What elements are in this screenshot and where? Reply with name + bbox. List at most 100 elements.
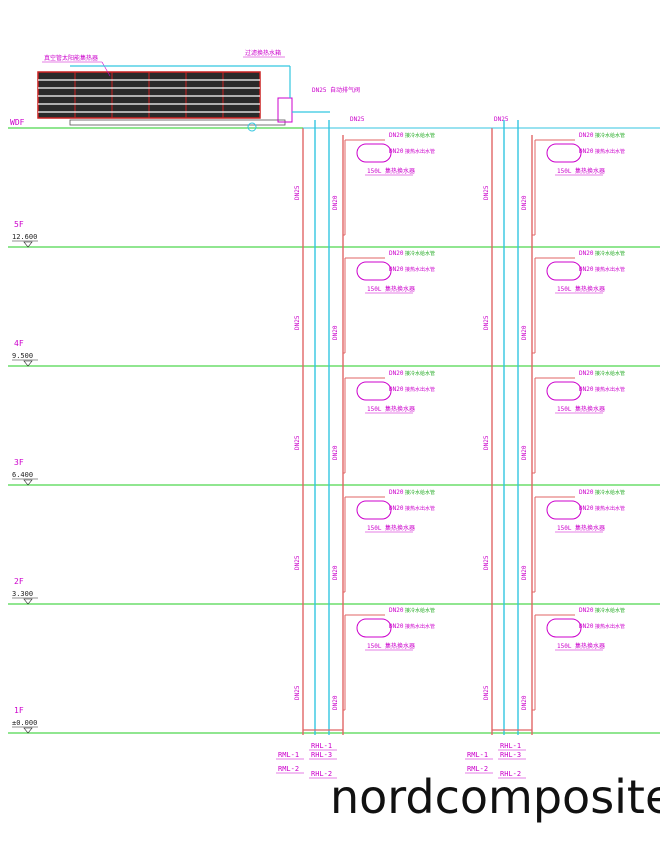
hot-note: 接热水出水管 xyxy=(595,505,625,512)
hot-note: 接热水出水管 xyxy=(595,623,625,630)
riser-size-label: DN20 xyxy=(521,695,528,710)
riser-tag: RHL-3 xyxy=(500,751,521,759)
floor-label: 3F xyxy=(14,458,24,467)
pipe-size-label: DN20 xyxy=(579,266,594,273)
watermark-text: nordcomposite xyxy=(330,770,660,824)
collector-leader xyxy=(101,61,111,77)
riser-size-label: DN25 xyxy=(483,555,490,570)
water-heater-tank xyxy=(546,143,582,163)
supply-note: 接冷水给水管 xyxy=(595,132,625,139)
heater-label: 150L 集热换水器 xyxy=(557,285,605,293)
supply-note: 接冷水给水管 xyxy=(405,489,435,496)
riser-size-label: DN25 xyxy=(294,685,301,700)
supply-note: 接冷水给水管 xyxy=(595,607,625,614)
pipe-size-label: DN20 xyxy=(389,386,404,393)
riser-size-label: DN25 xyxy=(483,435,490,450)
riser-size-label: DN20 xyxy=(521,565,528,580)
heater-label: 150L 集热换水器 xyxy=(557,524,605,532)
riser-size-label: DN25 xyxy=(294,185,301,200)
floor-label: 5F xyxy=(14,220,24,229)
pipe-size-label: DN20 xyxy=(579,607,594,614)
riser-size-label: DN20 xyxy=(332,695,339,710)
pipe-size-label: DN20 xyxy=(389,489,404,496)
pipe-size-label: DN20 xyxy=(389,623,404,630)
circulation-pump xyxy=(247,122,257,132)
elevation-marker xyxy=(23,727,33,734)
riser-size-label: DN20 xyxy=(521,325,528,340)
pipe-size-label: DN20 xyxy=(389,148,404,155)
heater-label: 150L 集热换水器 xyxy=(367,405,415,413)
hot-note: 接热水出水管 xyxy=(595,386,625,393)
floor-elevation: 3.300 xyxy=(12,590,33,598)
pipe-size-label: DN20 xyxy=(389,505,404,512)
riser-size-label: DN25 xyxy=(294,315,301,330)
heater-label: 150L 集热换水器 xyxy=(367,524,415,532)
pipe-size-label: DN20 xyxy=(389,370,404,377)
heater-label: 150L 集热换水器 xyxy=(557,642,605,650)
pipe-size-label: DN20 xyxy=(579,505,594,512)
pipe-size-label: DN20 xyxy=(389,607,404,614)
pipe-size-label: DN20 xyxy=(579,148,594,155)
supply-note: 接冷水给水管 xyxy=(405,132,435,139)
heater-label: 150L 集热换水器 xyxy=(367,167,415,175)
pipe-size-label: DN20 xyxy=(579,132,594,139)
pipe-size-label: DN20 xyxy=(579,489,594,496)
floor-label: 2F xyxy=(14,577,24,586)
collector-label: 真空管太阳能集热器 xyxy=(44,54,98,62)
pipe-size-label: DN20 xyxy=(579,386,594,393)
roof-pipe-label: DN25 xyxy=(350,116,365,123)
elevation-marker xyxy=(23,360,33,367)
collector-base xyxy=(69,119,286,126)
supply-note: 接冷水给水管 xyxy=(595,250,625,257)
pipe-size-label: DN20 xyxy=(579,250,594,257)
water-heater-tank xyxy=(356,261,392,281)
floor-elevation: 6.400 xyxy=(12,471,33,479)
riser-tag: RHL-2 xyxy=(311,770,332,778)
pipe-size-label: DN20 xyxy=(579,623,594,630)
floor-elevation: 12.600 xyxy=(12,233,37,241)
supply-note: 接冷水给水管 xyxy=(595,370,625,377)
water-heater-tank xyxy=(546,618,582,638)
riser-tag: RML-1 xyxy=(278,751,299,759)
roof-label: WDF xyxy=(10,118,25,127)
riser-tag: RHL-1 xyxy=(500,742,521,750)
floor-elevation: 9.500 xyxy=(12,352,33,360)
supply-note: 接冷水给水管 xyxy=(595,489,625,496)
roof-pipe-label: DN25 xyxy=(494,116,509,123)
riser-size-label: DN25 xyxy=(294,435,301,450)
riser-size-label: DN25 xyxy=(294,555,301,570)
riser-size-label: DN20 xyxy=(521,195,528,210)
hot-note: 接热水出水管 xyxy=(405,505,435,512)
hot-note: 接热水出水管 xyxy=(405,386,435,393)
hot-note: 接热水出水管 xyxy=(595,266,625,273)
elevation-marker xyxy=(23,479,33,486)
heater-label: 150L 集热换水器 xyxy=(367,285,415,293)
riser-tag: RML-2 xyxy=(467,765,488,773)
pipe-size-label: DN20 xyxy=(579,370,594,377)
pipe-size-label: DN20 xyxy=(389,132,404,139)
supply-note: 接冷水给水管 xyxy=(405,370,435,377)
heater-label: 150L 集热换水器 xyxy=(557,405,605,413)
floor-label: 4F xyxy=(14,339,24,348)
riser-size-label: DN20 xyxy=(332,445,339,460)
hot-note: 接热水出水管 xyxy=(595,148,625,155)
supply-note: 接冷水给水管 xyxy=(405,607,435,614)
floor-label: 1F xyxy=(14,706,24,715)
riser-tag: RML-2 xyxy=(278,765,299,773)
riser-size-label: DN20 xyxy=(332,565,339,580)
water-heater-tank xyxy=(546,261,582,281)
hot-note: 接热水出水管 xyxy=(405,266,435,273)
floor-elevation: ±0.000 xyxy=(12,719,37,727)
riser-tag: RHL-1 xyxy=(311,742,332,750)
water-heater-tank xyxy=(356,381,392,401)
riser-tag: RHL-2 xyxy=(500,770,521,778)
water-heater-tank xyxy=(546,381,582,401)
vent-label: DN25 自动排气阀 xyxy=(312,86,360,94)
heater-label: 150L 集热换水器 xyxy=(367,642,415,650)
riser-size-label: DN25 xyxy=(483,685,490,700)
pipe-size-label: DN20 xyxy=(389,250,404,257)
riser-size-label: DN25 xyxy=(483,185,490,200)
tank-label: 过滤换热水箱 xyxy=(245,49,281,57)
riser-tag: RML-1 xyxy=(467,751,488,759)
